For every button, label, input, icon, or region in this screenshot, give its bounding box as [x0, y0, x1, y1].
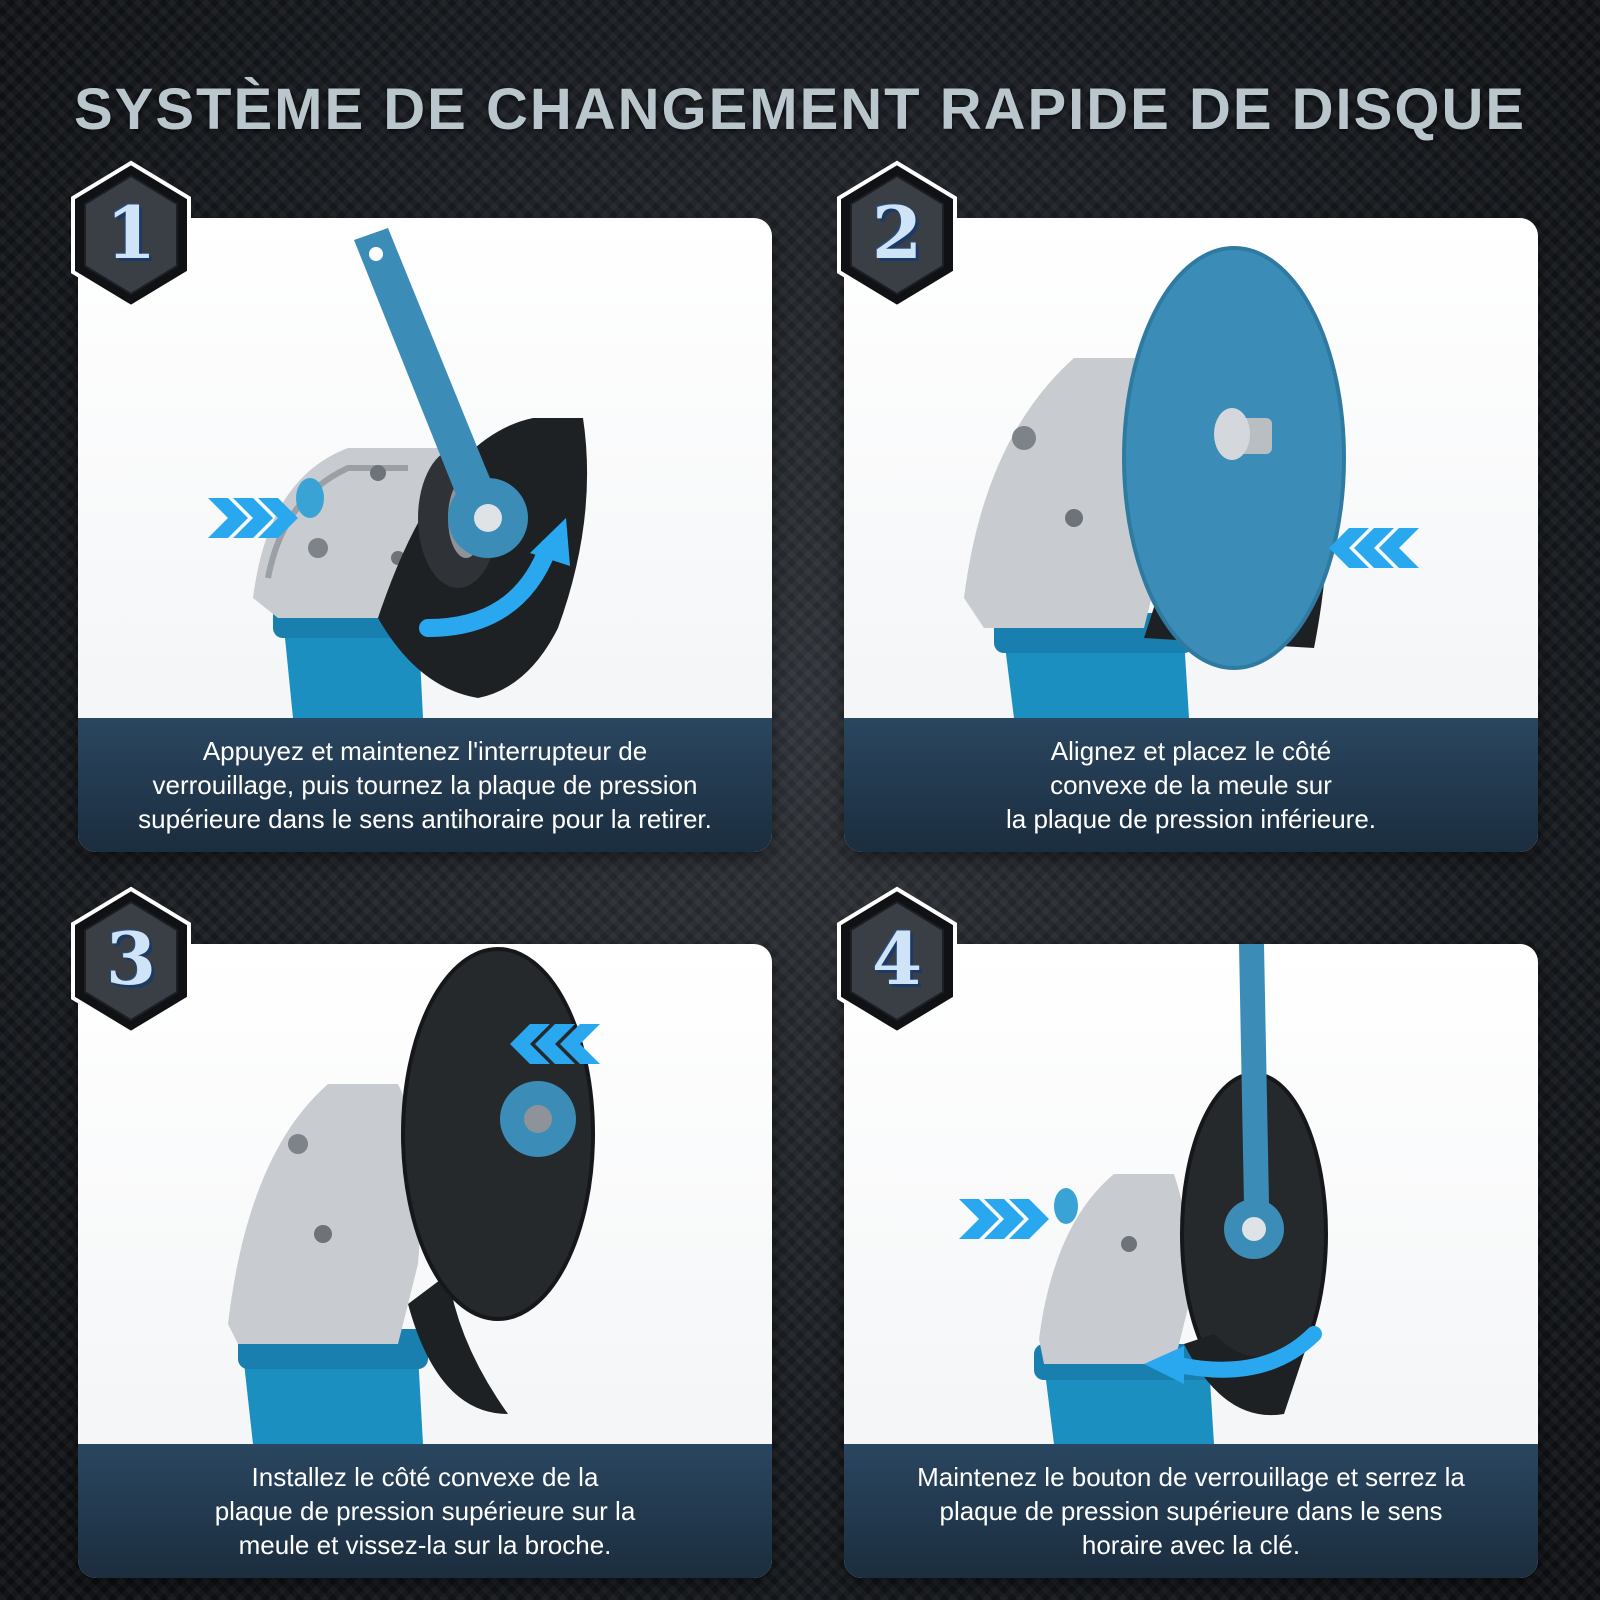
step-badge-4: 4: [834, 886, 960, 1036]
chevron-arrows-icon: [510, 1024, 600, 1064]
chevron-arrows-icon: [208, 498, 298, 538]
step-number: 1: [105, 190, 157, 275]
hexagon-badge-icon: [837, 886, 957, 1036]
hexagon-badge-icon: [71, 160, 191, 310]
curved-arrow-icon: [1166, 1326, 1322, 1378]
hexagon-badge-icon: [71, 886, 191, 1036]
angle-grinder-icon: [964, 358, 1194, 718]
step-card-2: Alignez et placez le côté convexe de la …: [844, 218, 1538, 852]
curved-arrow-icon: [419, 539, 557, 637]
disc-guard: [408, 1274, 508, 1414]
step-2-illustration: [964, 246, 1419, 718]
angle-grinder-icon: [1034, 1174, 1224, 1444]
step-card-1: Appuyez et maintenez l'interrupteur de v…: [78, 218, 772, 852]
step-4-illustration: [959, 944, 1328, 1444]
step-3-caption: Installez le côté convexe de la plaque d…: [78, 1444, 772, 1578]
spanner-wrench-icon: [354, 228, 528, 558]
step-number: 4: [871, 916, 923, 1001]
step-4-caption: Maintenez le bouton de verrouillage et s…: [844, 1444, 1538, 1578]
step-card-4: Maintenez le bouton de verrouillage et s…: [844, 944, 1538, 1578]
hexagon-badge-icon: [837, 160, 957, 310]
spanner-wrench-icon: [1224, 944, 1284, 1259]
chevron-arrows-icon: [1329, 528, 1419, 568]
step-card-3: Installez le côté convexe de la plaque d…: [78, 944, 772, 1578]
step-2-caption: Alignez et placez le côté convexe de la …: [844, 718, 1538, 852]
step-badge-1: 1: [68, 160, 194, 310]
step-badge-2: 2: [834, 160, 960, 310]
step-1-caption: Appuyez et maintenez l'interrupteur de v…: [78, 718, 772, 852]
chevron-arrows-icon: [959, 1199, 1049, 1239]
page-title: SYSTÈME DE CHANGEMENT RAPIDE DE DISQUE: [73, 77, 1527, 142]
step-number: 2: [871, 190, 923, 275]
angle-grinder-icon: [228, 1084, 428, 1444]
step-badge-3: 3: [68, 886, 194, 1036]
step-3-illustration: [228, 947, 600, 1444]
step-number: 3: [105, 916, 157, 1001]
step-1-illustration: [208, 228, 588, 718]
